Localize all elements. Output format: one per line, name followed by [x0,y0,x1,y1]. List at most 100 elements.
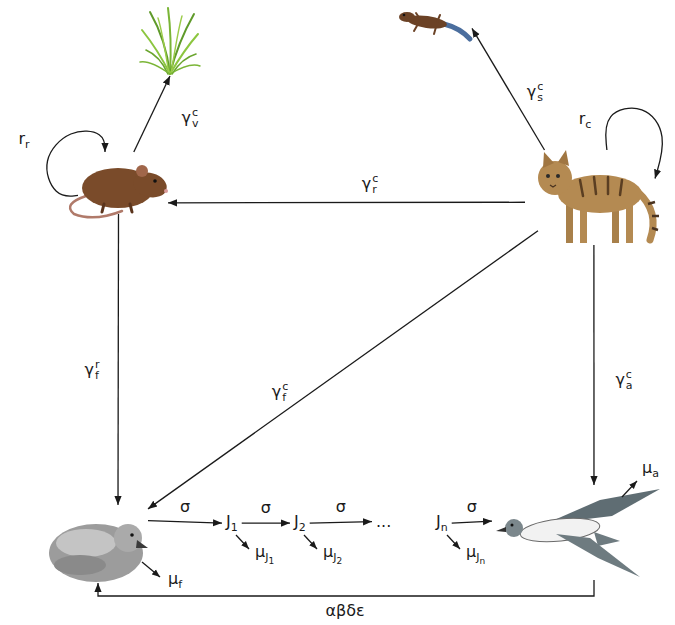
script-part: c [372,173,378,184]
flow-arrow [117,214,119,505]
stage-text: ... [376,512,391,531]
script-part: Jn [476,551,485,564]
script-part: γ [182,108,191,127]
flow-arrow [168,202,525,204]
script-part: J1 [265,551,274,564]
script-part: n [441,521,448,534]
script-part: r [372,184,378,195]
script-part: 2 [299,521,306,534]
rate-label: σ [259,499,273,518]
stage-text: Jn [436,512,448,534]
flow-arrow [242,522,290,523]
script-part: 1 [231,521,238,534]
grass-picture [140,8,200,74]
script-part: J [294,512,299,531]
flow-arrow [148,231,538,509]
chick-picture [49,524,148,582]
adult-node [492,485,662,580]
script-part: a [626,380,633,391]
rate-label: γcs [525,81,546,103]
stage-node: J1 [222,511,242,535]
flow-arrow [472,28,545,150]
script-part: c [192,107,199,118]
script-part: μ [255,542,265,561]
script-part: ca [626,369,633,391]
rat-picture [70,165,170,217]
flow-arrow [310,522,372,524]
flow-arrow [452,521,492,523]
petrel-picture [496,489,660,577]
rat-node [78,152,168,214]
stage-node: Jn [432,511,452,535]
script-part: μ [466,542,476,561]
script-part: rf [95,359,100,381]
script-part: n [479,556,485,566]
stage-text: J1 [226,512,238,534]
flow-arrow [606,108,663,178]
ellipsis-node: ... [372,511,395,532]
script-part: r [18,129,25,148]
script-part: f [178,578,182,591]
script-part: s [537,92,543,103]
mortality-label: μJ2 [321,542,344,567]
script-part: J [226,512,231,531]
script-part: γ [272,382,281,401]
script-part: 1 [268,556,274,566]
script-part: a [652,467,659,480]
rate-label: σ [334,498,348,517]
mortality-label: μf [166,569,184,591]
script-part: J2 [333,551,342,564]
rate-label: γrf [83,359,102,381]
script-part: γ [527,82,536,101]
flow-arrow [593,245,594,485]
rate-label: rr [16,129,31,151]
rate-label: σ [178,497,192,516]
cat-node [525,150,655,245]
script-part: c [537,81,543,92]
mortality-label: μJ1 [253,542,276,567]
chick-node [48,505,148,583]
rate-label: γcv [180,107,201,129]
script-part: γ [362,174,371,193]
rate-label: γcr [360,173,381,195]
script-part: cs [537,81,543,103]
script-part: cv [192,107,199,129]
script-part: cr [372,173,378,195]
flow-arrow [47,131,105,196]
stage-text: J2 [294,512,306,534]
mortality-label: μJn [464,542,487,567]
script-part: J [436,512,441,531]
flow-arrow [134,76,170,152]
grass-node [140,8,200,76]
script-part: v [192,118,199,129]
script-part: 2 [336,556,342,566]
rate-label: γcf [270,381,291,403]
script-part: f [95,370,100,381]
script-part: γ [615,370,624,389]
rate-label: αβδε [323,601,366,620]
script-part: r [579,109,586,128]
rate-label: rc [577,109,594,131]
rate-label: σ [465,498,479,517]
script-part: c [585,118,591,131]
script-part: cf [282,381,288,403]
cat-picture [538,150,659,243]
lizard-picture [399,12,470,39]
flow-arrow [148,521,222,523]
mortality-arrow [142,481,637,577]
script-part: f [282,392,288,403]
script-part: μ [323,542,333,561]
script-part: c [282,381,288,392]
script-part: r [95,359,100,370]
script-part: μ [642,458,652,477]
stage-node: J2 [290,511,310,535]
rate-label: γca [613,369,634,391]
script-part: c [626,369,633,380]
script-part: γ [85,360,94,379]
script-part: μ [168,569,178,588]
mortality-label: μa [640,458,661,480]
script-part: r [25,138,30,151]
